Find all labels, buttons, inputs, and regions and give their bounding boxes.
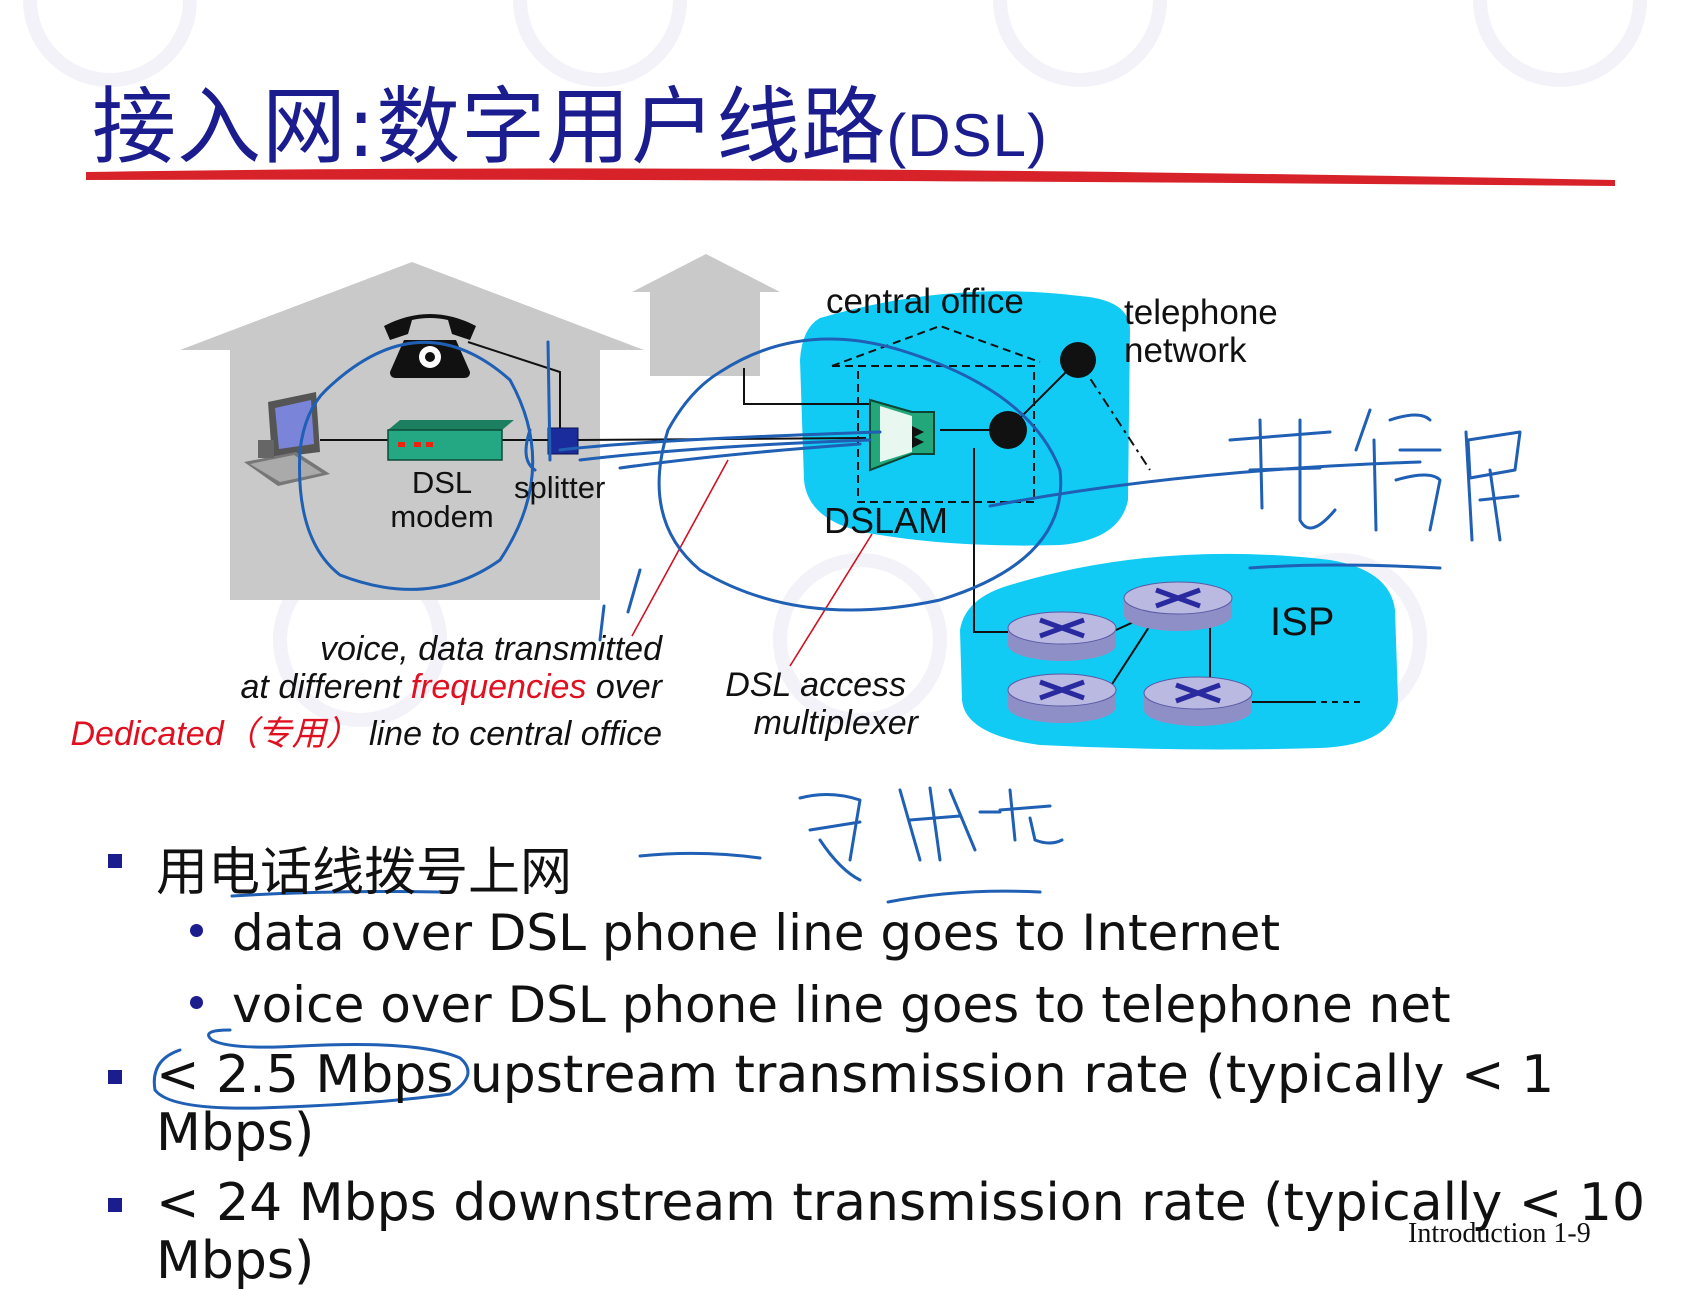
central-office-outline xyxy=(831,324,1041,503)
slide-title-latin: (DSL) xyxy=(886,102,1048,169)
dslam-icon xyxy=(869,398,935,472)
caption-dsl-access: DSL access xyxy=(725,666,906,704)
sub-bullet-text: voice over DSL phone line goes to teleph… xyxy=(232,976,1451,1034)
slide-footer: Introduction 1-9 xyxy=(1408,1218,1591,1249)
router-icon xyxy=(1123,581,1233,631)
bullet-text: 用电话线拨号上网 xyxy=(156,843,573,903)
caption-multiplexer: multiplexer xyxy=(753,704,918,742)
router-icon xyxy=(1143,676,1253,726)
bullet-dot-icon xyxy=(190,924,203,937)
caption-line-to-central-office: line to central office xyxy=(359,715,662,753)
caption-voice-line2-pre: at different xyxy=(240,668,411,706)
caption-voice-line3: Dedicated（专用） line to central office xyxy=(4,706,663,755)
slide-title: 接入网:数字用户线路(DSL) xyxy=(92,60,1048,181)
bullet-square-icon xyxy=(108,1198,122,1212)
caption-frequencies: frequencies xyxy=(410,668,587,706)
router-icon xyxy=(1007,673,1117,723)
bullet-dot-icon xyxy=(190,996,203,1009)
sub-bullet-text: data over DSL phone line goes to Interne… xyxy=(232,904,1281,962)
caption-dedicated: Dedicated（专用） xyxy=(70,715,360,753)
telephone-network-cloud xyxy=(800,291,1130,546)
bullet-square-icon xyxy=(108,854,122,868)
telephone-network-label: telephone network xyxy=(1124,293,1278,370)
telephone-network-node xyxy=(1060,342,1096,378)
isp-routers xyxy=(1007,581,1253,726)
slide-title-cn: 接入网:数字用户线路 xyxy=(92,78,887,176)
bullet-square-icon xyxy=(108,1070,122,1084)
caption-voice-line2-post: over xyxy=(586,668,662,706)
caption-voice-line1: voice, data transmitted xyxy=(319,630,662,668)
bullet-text: < 24 Mbps downstream transmission rate (… xyxy=(156,1173,1646,1291)
central-office-label: central office xyxy=(826,282,1024,321)
telephone-icon xyxy=(384,314,476,378)
bullet-text: < 2.5 Mbps upstream transmission rate (t… xyxy=(156,1045,1555,1163)
neighbor-house xyxy=(632,254,780,376)
dslam-node xyxy=(989,411,1027,449)
splitter-label: splitter xyxy=(514,470,606,505)
caption-voice-line2: at different frequencies over xyxy=(162,668,662,707)
isp-label: ISP xyxy=(1270,600,1335,644)
dslam-label: DSLAM xyxy=(824,500,949,541)
router-icon xyxy=(1007,611,1117,661)
computer-icon xyxy=(244,392,330,486)
dsl-modem-label: DSL modem xyxy=(390,465,494,534)
dsl-modem-icon xyxy=(387,420,514,461)
title-underline xyxy=(86,168,1615,186)
pen-annotations xyxy=(152,337,1522,1110)
